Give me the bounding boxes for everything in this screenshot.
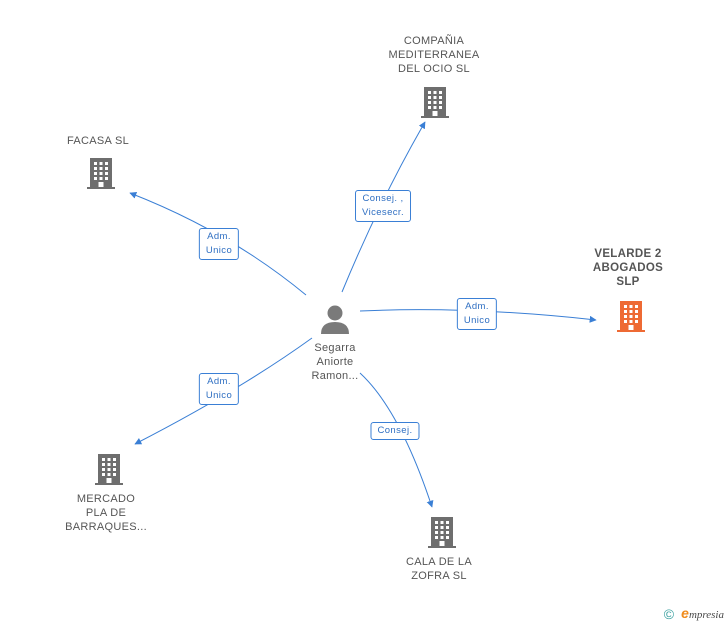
company-label-facasa[interactable]: FACASA SL xyxy=(66,135,130,147)
brand-logo-mark: e xyxy=(681,605,689,621)
building-icon[interactable] xyxy=(92,452,126,491)
relation-label-mercado[interactable]: Adm. Unico xyxy=(198,373,240,405)
building-icon[interactable] xyxy=(425,515,459,554)
building-icon[interactable] xyxy=(84,156,118,195)
building-icon[interactable] xyxy=(418,85,452,124)
person-icon[interactable] xyxy=(319,304,351,339)
footer-brand: © empresia xyxy=(664,605,724,622)
relation-label-velarde[interactable]: Adm. Unico xyxy=(456,298,498,330)
building-icon[interactable] xyxy=(614,299,648,338)
company-label-cala[interactable]: CALA DE LA ZOFRA SL xyxy=(406,556,472,582)
company-label-mercado[interactable]: MERCADO PLA DE BARRAQUES... xyxy=(65,493,147,533)
relation-label-cala[interactable]: Consej. xyxy=(370,422,420,440)
person-label[interactable]: Segarra Aniorte Ramon... xyxy=(311,342,359,382)
edge-cala xyxy=(359,372,434,508)
relation-label-facasa[interactable]: Adm. Unico xyxy=(198,228,240,260)
company-label-compania[interactable]: COMPAÑIA MEDITERRANEA DEL OCIO SL xyxy=(388,35,480,75)
brand-logo-text: mpresia xyxy=(688,609,724,621)
copyright-symbol: © xyxy=(663,606,675,622)
relation-label-compania[interactable]: Consej. , Vicesecr. xyxy=(355,190,411,222)
company-label-velarde[interactable]: VELARDE 2 ABOGADOS SLP xyxy=(592,248,664,288)
